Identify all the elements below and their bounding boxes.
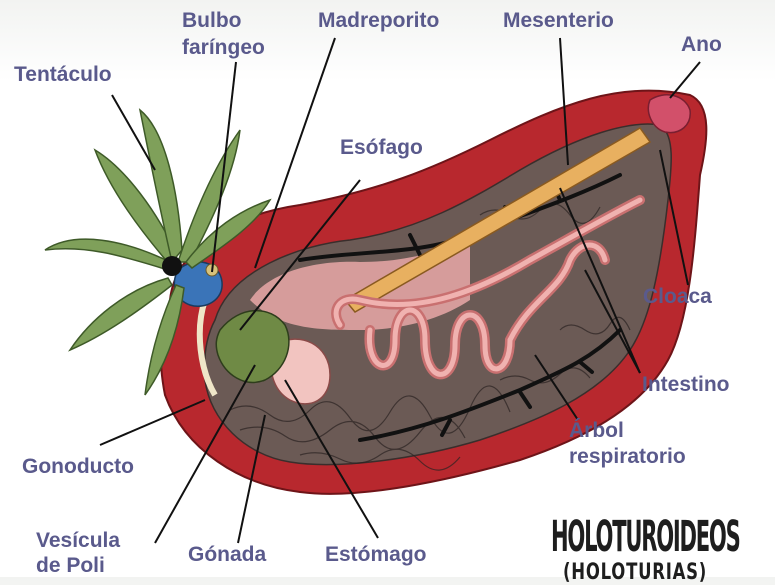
label-vesicula-de-poli-line2: de Poli — [36, 555, 105, 577]
label-arbol-respiratorio-line2: respiratorio — [569, 446, 686, 468]
label-gonada: Gónada — [188, 544, 266, 566]
leader-ano — [670, 62, 700, 98]
label-bulbo-faringeo-line1: Bulbo — [182, 10, 241, 32]
label-bulbo-faringeo-line2: faríngeo — [182, 37, 265, 59]
mouth — [162, 256, 182, 276]
label-estomago: Estómago — [325, 544, 427, 566]
label-gonoducto: Gonoducto — [22, 456, 134, 478]
label-cloaca: Cloaca — [643, 286, 712, 308]
label-ano: Ano — [681, 34, 722, 56]
label-madreporito: Madreporito — [318, 10, 439, 32]
label-mesenterio: Mesenterio — [503, 10, 614, 32]
label-intestino: Intestino — [642, 374, 730, 396]
label-esofago: Esófago — [340, 137, 423, 159]
title-holoturias: (HOLOTURIAS) — [563, 560, 707, 585]
title-holoturoideos: HOLOTUROIDEOS — [551, 512, 740, 562]
label-vesicula-de-poli-line1: Vesícula — [36, 530, 120, 552]
label-tentaculo: Tentáculo — [14, 64, 112, 86]
label-arbol-respiratorio-line1: Árbol — [569, 420, 624, 442]
